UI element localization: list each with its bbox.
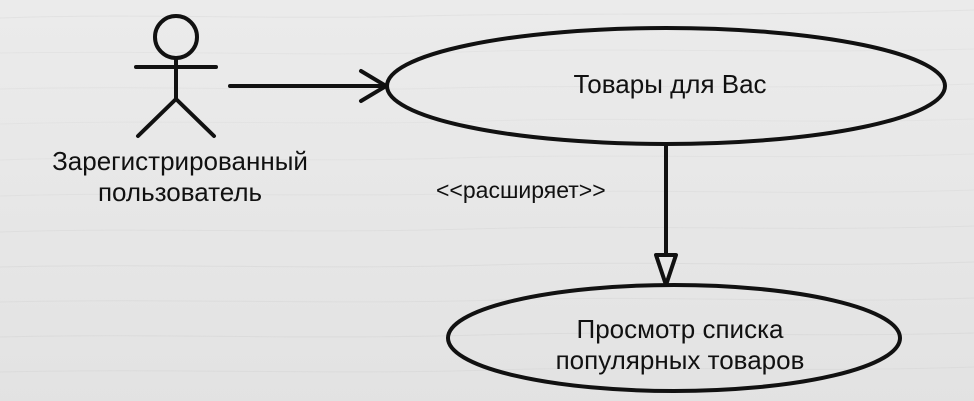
association-arrow: [228, 69, 388, 103]
actor-right-leg: [174, 97, 216, 138]
actor-head: [153, 14, 199, 60]
actor-label-line-2: пользователь: [97, 176, 263, 207]
actor-label-line-1: Зарегистрированный: [52, 146, 308, 176]
use-case-main-label: Товары для Вас: [573, 69, 767, 99]
actor-left-leg: [136, 97, 178, 138]
extend-relation-label: <<расширяет>>: [436, 177, 606, 203]
extend-arrow: [654, 142, 678, 287]
actor-stick-figure: [134, 14, 218, 138]
actor-label: Зарегистрированный пользователь: [20, 146, 340, 207]
use-case-extended-ellipse: [446, 283, 902, 393]
use-case-extended-label-line-1: Просмотр списка: [576, 314, 784, 344]
extend-arrowhead: [654, 253, 678, 287]
use-case-extended-label: Просмотр списка популярных товаров: [520, 314, 840, 375]
use-case-extended-label-line-2: популярных товаров: [555, 344, 805, 375]
